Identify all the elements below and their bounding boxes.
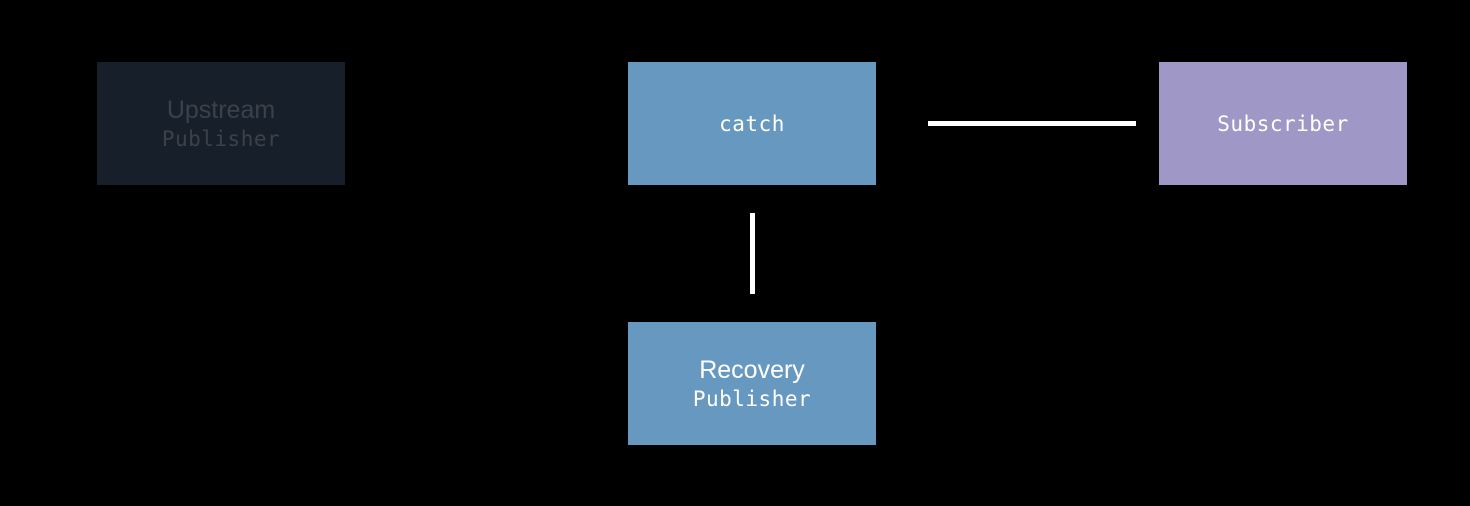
recovery-title: Recovery bbox=[699, 355, 805, 384]
recovery-subtitle: Publisher bbox=[692, 386, 812, 411]
catch-to-recovery-connector bbox=[750, 213, 755, 294]
upstream-publisher-node: Upstream Publisher bbox=[97, 62, 345, 185]
subscriber-label: Subscriber bbox=[1217, 111, 1349, 136]
recovery-publisher-node: Recovery Publisher bbox=[628, 322, 876, 445]
upstream-subtitle: Publisher bbox=[161, 126, 281, 151]
upstream-title: Upstream bbox=[166, 95, 276, 124]
catch-label: catch bbox=[719, 111, 785, 136]
subscriber-node: Subscriber bbox=[1159, 62, 1407, 185]
catch-to-subscriber-connector bbox=[928, 121, 1136, 126]
catch-operator-node: catch bbox=[628, 62, 876, 185]
